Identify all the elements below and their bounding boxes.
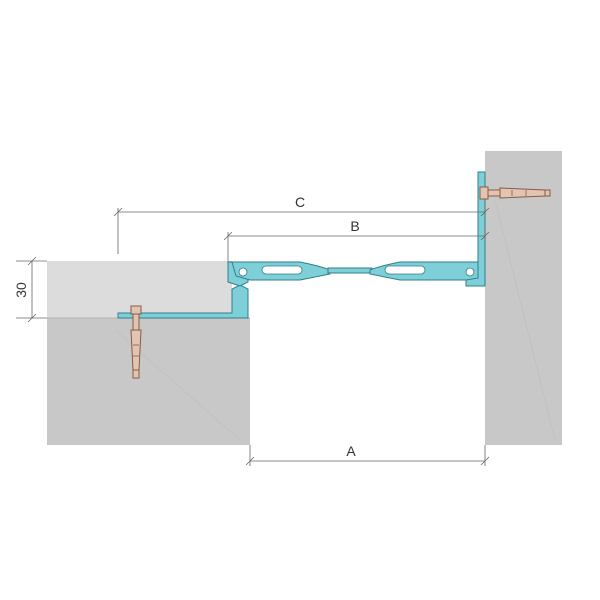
- dimension-b: B: [223, 218, 490, 262]
- right-wall-hatch: [494, 199, 556, 441]
- left-base-profile: [117, 284, 249, 319]
- dimension-a: A: [245, 443, 490, 466]
- insert-slot-2: [384, 265, 426, 275]
- dimension-height: 30: [13, 256, 47, 323]
- left-anchor-bolt: [130, 305, 142, 379]
- dimension-a-label: A: [346, 443, 356, 459]
- dimension-b-label: B: [350, 218, 359, 234]
- insert-hole-left: [238, 267, 248, 277]
- insert-slot-1: [261, 265, 303, 275]
- right-anchor-bolt: [479, 186, 551, 200]
- right-wall: [485, 151, 562, 445]
- insert-hole-right: [465, 267, 475, 277]
- dimension-c-label: C: [295, 194, 305, 210]
- cover-insert-bridge: [327, 267, 373, 274]
- left-slab-base: [47, 318, 250, 445]
- dimension-height-label: 30: [13, 282, 29, 298]
- dimension-c: C: [113, 194, 490, 254]
